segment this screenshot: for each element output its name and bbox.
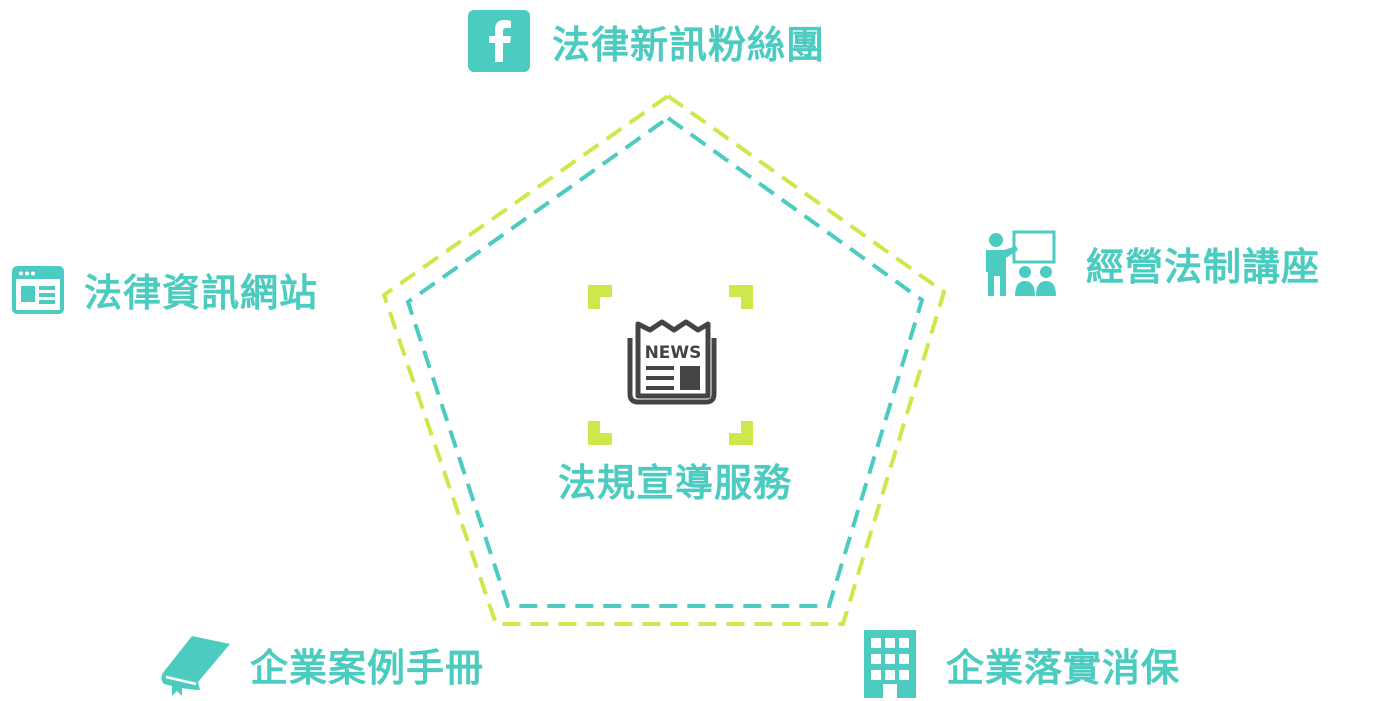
- news-icon-text: NEWS: [645, 343, 702, 363]
- node-seminar-label: 經營法制講座: [1086, 244, 1321, 289]
- book-icon: [161, 636, 230, 696]
- node-handbook-label: 企業案例手冊: [250, 645, 485, 690]
- center-title: 法規宣導服務: [557, 461, 792, 505]
- facebook-icon: [468, 10, 530, 72]
- node-facebook-fanpage: 法律新訊粉絲團: [468, 10, 825, 72]
- node-seminar: 經營法制講座: [980, 228, 1320, 298]
- node-legal-website: 法律資訊網站: [12, 262, 318, 317]
- inner-pentagon-teal: [405, 115, 925, 608]
- node-consumer-protection: 企業落實消保: [862, 628, 1180, 700]
- node-consumer-label: 企業落實消保: [946, 645, 1181, 690]
- node-facebook-label: 法律新訊粉絲團: [552, 22, 826, 67]
- node-case-handbook: 企業案例手冊: [158, 630, 484, 698]
- webpage-icon: [12, 265, 64, 314]
- focus-brackets: [588, 285, 753, 445]
- node-website-label: 法律資訊網站: [84, 271, 319, 315]
- building-icon: [864, 630, 916, 698]
- presentation-icon: [986, 230, 1056, 296]
- news-icon: NEWS: [627, 319, 717, 405]
- outer-pentagon-lime: [381, 93, 947, 626]
